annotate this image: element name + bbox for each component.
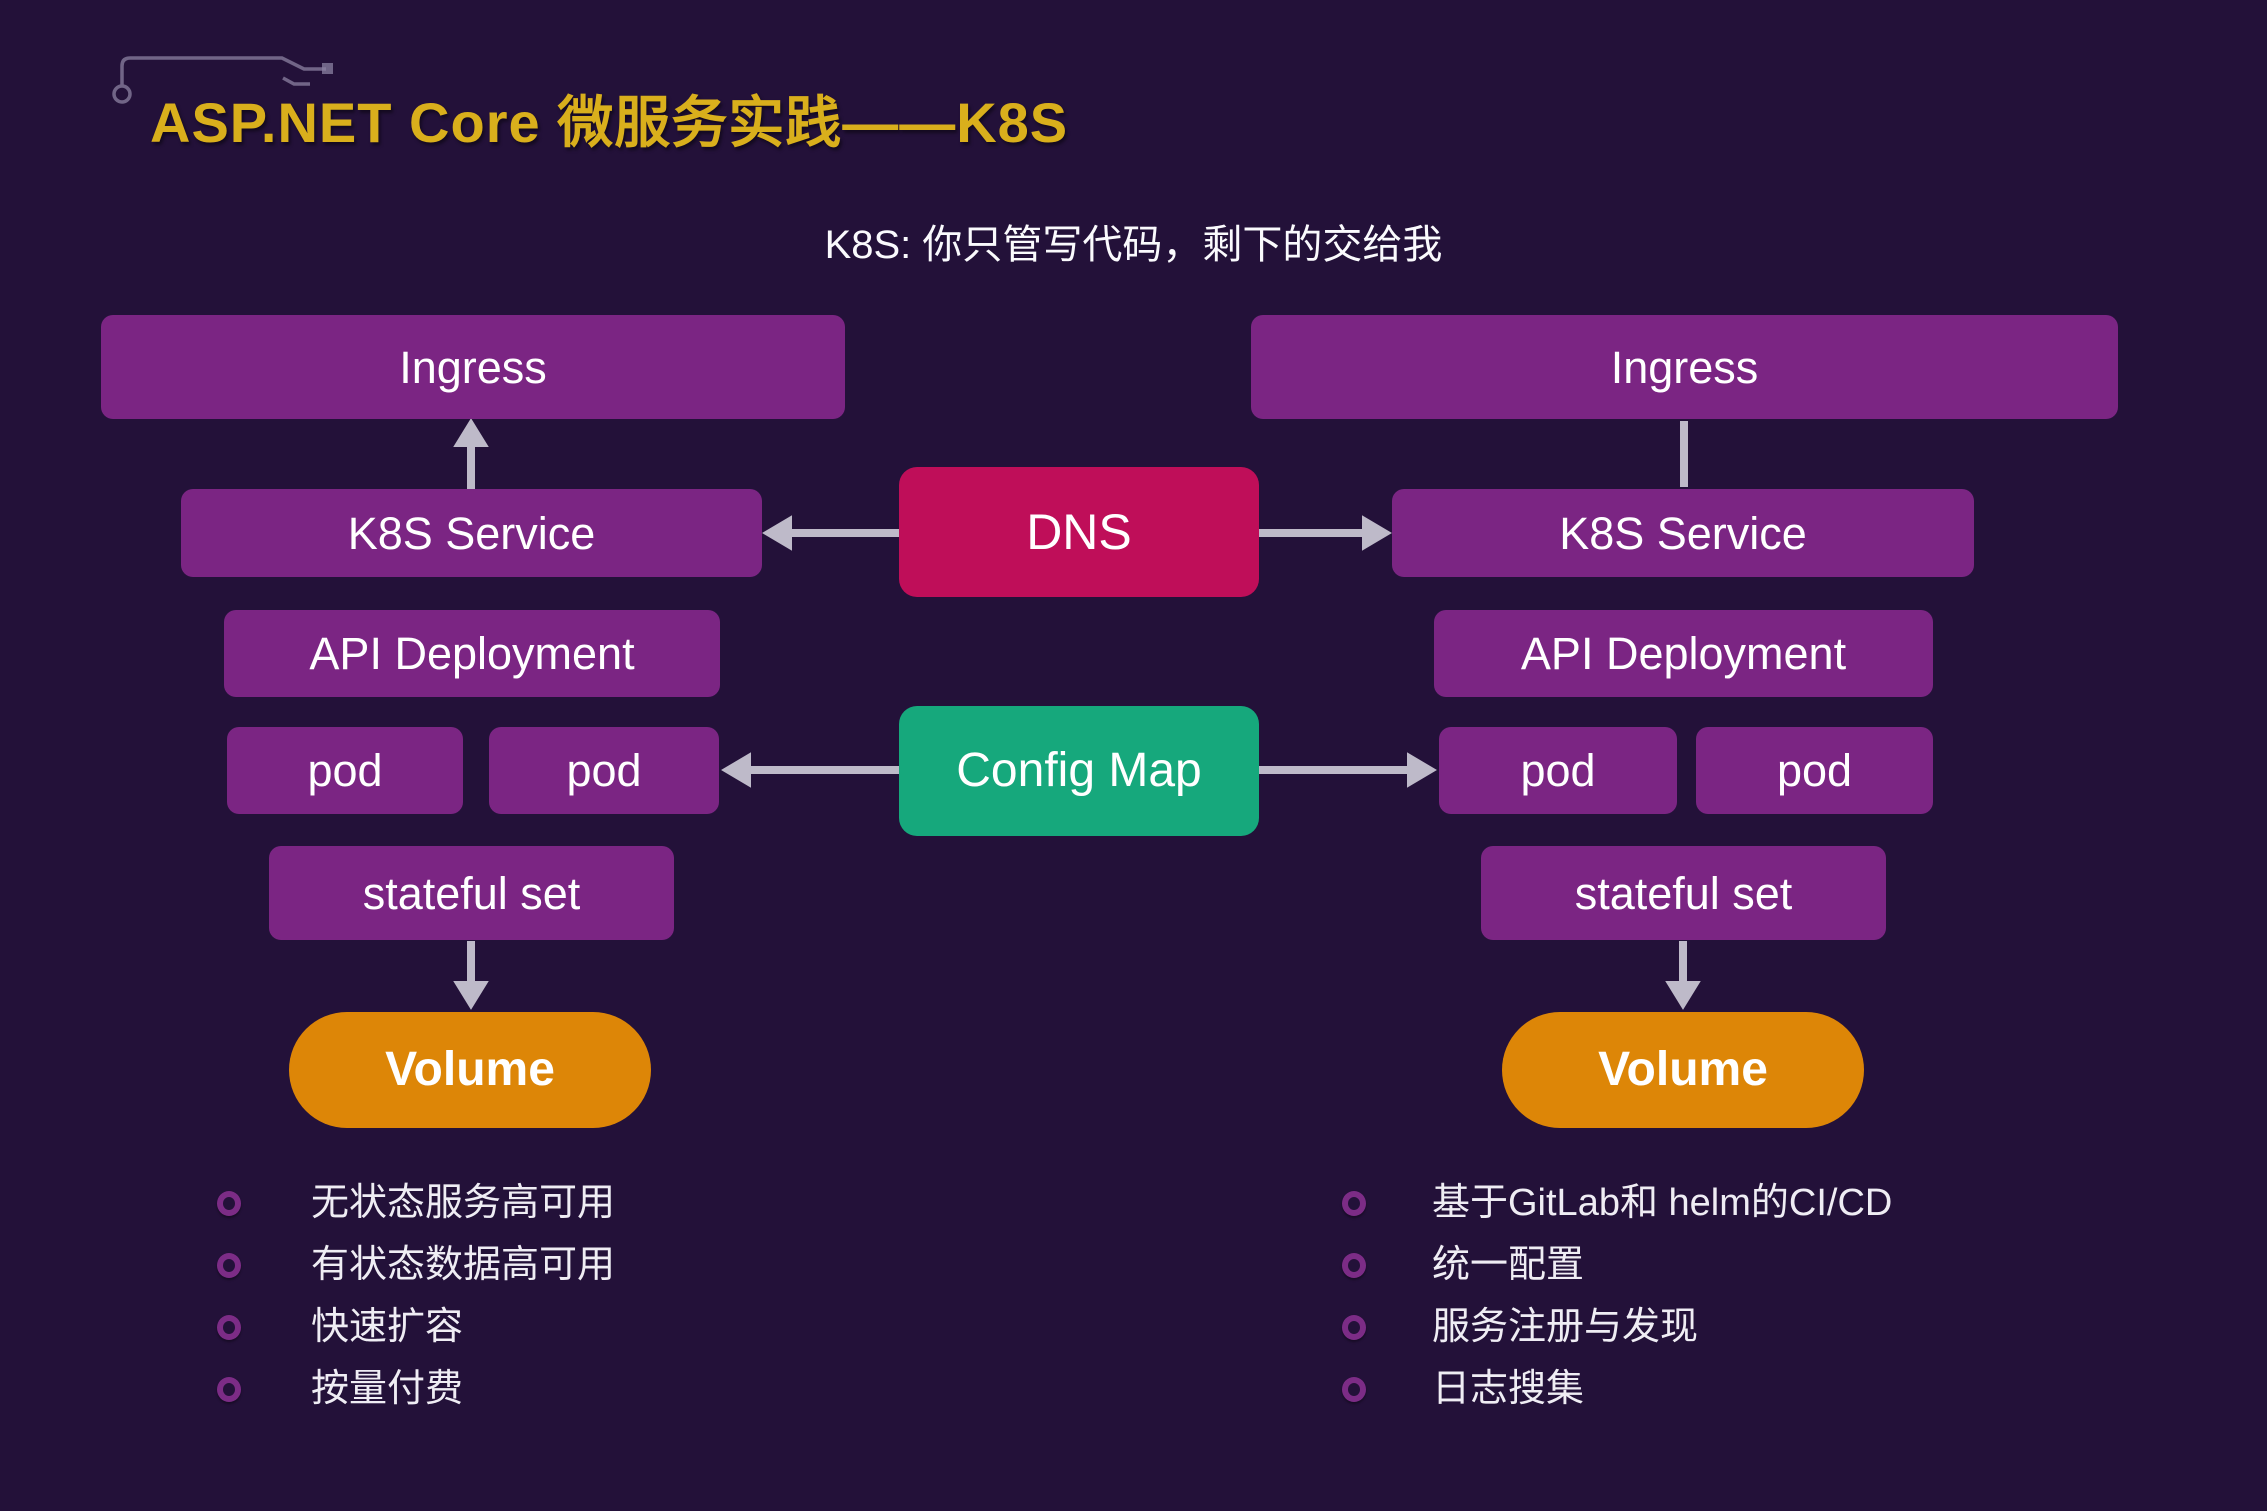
bullet-label: 统一配置 [1432, 1244, 1585, 1286]
node-pod-left-2: pod [489, 727, 719, 814]
arrow-left-dns-to-service [762, 515, 899, 551]
bullet-item: 按量付费 [217, 1365, 463, 1413]
arrow-up-service-to-ingress-left [453, 418, 489, 489]
bullet-label: 有状态数据高可用 [311, 1244, 616, 1286]
bullet-ring-icon [217, 1376, 241, 1402]
node-pod-right-1: pod [1439, 727, 1677, 814]
node-config-map: Config Map [899, 706, 1259, 836]
arrow-right-dns-to-service [1259, 515, 1392, 551]
node-api-deployment-right: API Deployment [1434, 610, 1933, 697]
node-ingress-left: Ingress [101, 315, 845, 419]
bullet-ring-icon [1342, 1252, 1366, 1278]
bullet-label: 日志搜集 [1432, 1368, 1585, 1410]
node-api-deployment-left: API Deployment [224, 610, 720, 697]
bullet-item: 基于GitLab和 helm的CI/CD [1342, 1179, 1892, 1227]
bullet-ring-icon [217, 1252, 241, 1278]
node-pod-left-1: pod [227, 727, 463, 814]
bullet-label: 按量付费 [311, 1368, 464, 1410]
bullet-ring-icon [217, 1190, 241, 1216]
node-ingress-right: Ingress [1251, 315, 2118, 419]
bullet-item: 无状态服务高可用 [217, 1179, 615, 1227]
bullet-label: 快速扩容 [311, 1306, 464, 1348]
arrow-down-statefulset-to-volume-left [453, 941, 489, 1010]
arrow-right-configmap-to-pod [1259, 752, 1437, 788]
slide-subtitle: K8S: 你只管写代码，剩下的交给我 [824, 223, 1443, 267]
bullet-item: 日志搜集 [1342, 1365, 1584, 1413]
node-volume-left: Volume [289, 1012, 651, 1128]
node-k8s-service-left: K8S Service [181, 489, 762, 577]
bullet-ring-icon [1342, 1376, 1366, 1402]
bullet-item: 有状态数据高可用 [217, 1241, 615, 1289]
node-stateful-set-left: stateful set [269, 846, 674, 940]
arrow-down-statefulset-to-volume-right [1665, 941, 1701, 1010]
arrow-left-configmap-to-pod [721, 752, 899, 788]
bullet-item: 快速扩容 [217, 1303, 463, 1351]
bullet-ring-icon [1342, 1314, 1366, 1340]
node-k8s-service-right: K8S Service [1392, 489, 1974, 577]
bullet-ring-icon [1342, 1190, 1366, 1216]
bullet-item: 统一配置 [1342, 1241, 1584, 1289]
bullet-ring-icon [217, 1314, 241, 1340]
bullet-label: 基于GitLab和 helm的CI/CD [1432, 1182, 1893, 1224]
slide-title: ASP.NET Core 微服务实践——K8S [150, 91, 1069, 154]
node-stateful-set-right: stateful set [1481, 846, 1886, 940]
node-dns: DNS [899, 467, 1259, 597]
node-pod-right-2: pod [1696, 727, 1933, 814]
node-volume-right: Volume [1502, 1012, 1864, 1128]
bullet-item: 服务注册与发现 [1342, 1303, 1698, 1351]
bullet-label: 无状态服务高可用 [311, 1182, 616, 1224]
bullet-label: 服务注册与发现 [1432, 1306, 1699, 1348]
